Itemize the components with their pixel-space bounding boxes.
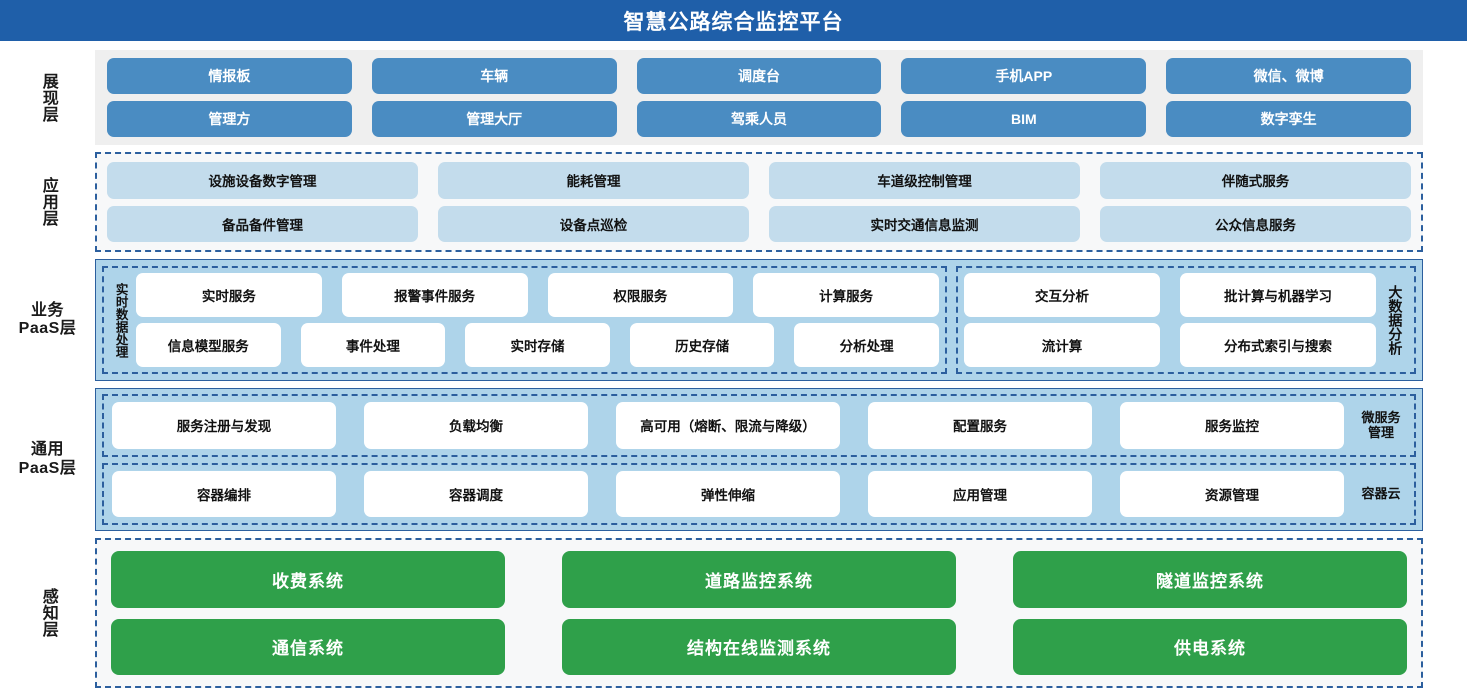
application-item[interactable]: 设备点巡检 <box>438 205 749 242</box>
application-item[interactable]: 伴随式服务 <box>1100 162 1411 199</box>
application-item[interactable]: 备品备件管理 <box>107 205 418 242</box>
business-paas-item[interactable]: 历史存储 <box>629 323 775 367</box>
layer-application: 应用层 设施设备数字管理 能耗管理 车道级控制管理 伴随式服务 备品备件管理 设… <box>0 152 1467 252</box>
business-paas-item[interactable]: 报警事件服务 <box>341 273 528 317</box>
presentation-item[interactable]: BIM <box>901 101 1147 137</box>
band-label-container-cloud: 容器云 <box>1356 471 1406 518</box>
presentation-item[interactable]: 微信、微博 <box>1166 58 1411 94</box>
presentation-item[interactable]: 车辆 <box>371 58 617 94</box>
layer-label-general-paas-line2: PaaS层 <box>18 459 77 477</box>
perception-item[interactable]: 结构在线监测系统 <box>562 618 956 675</box>
general-paas-item[interactable]: 容器编排 <box>112 470 336 517</box>
band-container-cloud: 容器编排 容器调度 弹性伸缩 应用管理 资源管理 容器云 <box>102 462 1416 525</box>
group-label-big-data-analysis: 大数据分析 <box>1387 285 1404 355</box>
layer-label-perception: 感知层 <box>39 588 57 638</box>
application-row-2: 备品备件管理 设备点巡检 实时交通信息监测 公众信息服务 <box>107 205 1411 242</box>
business-paas-item[interactable]: 交互分析 <box>964 273 1160 317</box>
group-bigdata-grid: 交互分析 批计算与机器学习 流计算 分布式索引与搜索 <box>964 273 1376 367</box>
presentation-item[interactable]: 数字孪生 <box>1166 101 1411 137</box>
layer-presentation: 展现层 情报板 车辆 调度台 手机APP 微信、微博 管理方 管理大厅 驾乘人员… <box>0 50 1467 145</box>
presentation-item[interactable]: 手机APP <box>901 58 1147 94</box>
perception-item[interactable]: 通信系统 <box>111 618 505 675</box>
presentation-row-1: 情报板 车辆 调度台 手机APP 微信、微博 <box>107 58 1411 94</box>
general-paas-item[interactable]: 弹性伸缩 <box>616 470 840 517</box>
presentation-item[interactable]: 管理大厅 <box>371 101 617 137</box>
general-paas-item[interactable]: 高可用（熔断、限流与降级） <box>616 402 840 449</box>
layer-label-general-paas: 通用 PaaS层 <box>0 388 95 531</box>
page-title: 智慧公路综合监控平台 <box>623 10 844 34</box>
application-layer-body: 设施设备数字管理 能耗管理 车道级控制管理 伴随式服务 备品备件管理 设备点巡检… <box>95 152 1423 252</box>
business-paas-item[interactable]: 信息模型服务 <box>136 323 281 367</box>
layer-business-paas: 业务 PaaS层 实时数据处理 实时服务 报警事件服务 权限服务 计算服务 信息… <box>0 259 1467 381</box>
realtime-row-1: 实时服务 报警事件服务 权限服务 计算服务 <box>136 273 939 317</box>
application-item[interactable]: 公众信息服务 <box>1100 205 1411 242</box>
group-realtime-data-processing: 实时数据处理 实时服务 报警事件服务 权限服务 计算服务 信息模型服务 事件处理… <box>102 266 947 374</box>
presentation-row-2: 管理方 管理大厅 驾乘人员 BIM 数字孪生 <box>107 101 1411 137</box>
presentation-item[interactable]: 调度台 <box>636 58 882 94</box>
layer-label-business-paas: 业务 PaaS层 <box>0 259 95 381</box>
bigdata-row-2: 流计算 分布式索引与搜索 <box>964 323 1376 367</box>
business-paas-item[interactable]: 分析处理 <box>794 323 939 367</box>
application-item[interactable]: 能耗管理 <box>438 162 749 199</box>
perception-row-2: 通信系统 结构在线监测系统 供电系统 <box>111 618 1407 675</box>
band-microservice-management: 服务注册与发现 负载均衡 高可用（熔断、限流与降级） 配置服务 服务监控 微服务… <box>102 394 1416 457</box>
perception-layer-body: 收费系统 道路监控系统 隧道监控系统 通信系统 结构在线监测系统 供电系统 <box>95 538 1423 688</box>
general-paas-item[interactable]: 配置服务 <box>868 402 1092 449</box>
perception-item[interactable]: 隧道监控系统 <box>1013 551 1407 608</box>
business-paas-item[interactable]: 分布式索引与搜索 <box>1180 323 1376 367</box>
layer-label-application: 应用层 <box>39 177 57 227</box>
page-header: 智慧公路综合监控平台 <box>0 0 1467 41</box>
band-label-microservice-line2: 管理 <box>1367 425 1394 441</box>
presentation-item[interactable]: 驾乘人员 <box>636 101 882 137</box>
business-paas-item[interactable]: 批计算与机器学习 <box>1180 273 1376 317</box>
general-paas-layer-body: 服务注册与发现 负载均衡 高可用（熔断、限流与降级） 配置服务 服务监控 微服务… <box>95 388 1423 531</box>
realtime-row-2: 信息模型服务 事件处理 实时存储 历史存储 分析处理 <box>136 323 939 367</box>
business-paas-item[interactable]: 计算服务 <box>753 273 939 317</box>
presentation-item[interactable]: 管理方 <box>107 101 352 137</box>
business-paas-item[interactable]: 实时服务 <box>136 273 322 317</box>
band-label-container-cloud-line1: 容器云 <box>1361 485 1401 501</box>
application-item[interactable]: 实时交通信息监测 <box>769 205 1080 242</box>
business-paas-layer-body: 实时数据处理 实时服务 报警事件服务 权限服务 计算服务 信息模型服务 事件处理… <box>95 259 1423 381</box>
perception-row-1: 收费系统 道路监控系统 隧道监控系统 <box>111 551 1407 608</box>
layer-general-paas: 通用 PaaS层 服务注册与发现 负载均衡 高可用（熔断、限流与降级） 配置服务… <box>0 388 1467 531</box>
business-paas-item[interactable]: 权限服务 <box>547 273 734 317</box>
group-big-data-analysis: 交互分析 批计算与机器学习 流计算 分布式索引与搜索 大数据分析 <box>956 266 1416 374</box>
general-paas-item[interactable]: 容器调度 <box>364 470 588 517</box>
application-item[interactable]: 设施设备数字管理 <box>107 162 418 199</box>
perception-item[interactable]: 供电系统 <box>1013 618 1407 675</box>
business-paas-item[interactable]: 流计算 <box>964 323 1160 367</box>
layer-label-business-paas-line2: PaaS层 <box>18 320 77 337</box>
layer-label-presentation: 展现层 <box>39 72 57 123</box>
band-label-microservice-management: 微服务 管理 <box>1356 402 1406 449</box>
application-item[interactable]: 车道级控制管理 <box>769 162 1080 199</box>
layer-label-business-paas-line1: 业务 <box>30 301 64 319</box>
perception-item[interactable]: 收费系统 <box>111 551 505 608</box>
general-paas-item[interactable]: 应用管理 <box>868 470 1092 517</box>
perception-item[interactable]: 道路监控系统 <box>562 551 956 608</box>
presentation-layer-body: 情报板 车辆 调度台 手机APP 微信、微博 管理方 管理大厅 驾乘人员 BIM… <box>95 50 1423 145</box>
business-paas-item[interactable]: 事件处理 <box>300 323 446 367</box>
general-paas-item[interactable]: 服务注册与发现 <box>112 402 336 449</box>
general-paas-item[interactable]: 负载均衡 <box>364 402 588 449</box>
band-label-microservice-line1: 微服务 <box>1361 409 1401 425</box>
container-cloud-items: 容器编排 容器调度 弹性伸缩 应用管理 资源管理 <box>112 470 1344 517</box>
business-paas-item[interactable]: 实时存储 <box>465 323 610 367</box>
group-label-realtime-data-processing: 实时数据处理 <box>113 282 128 358</box>
general-paas-item[interactable]: 资源管理 <box>1120 470 1344 517</box>
bigdata-row-1: 交互分析 批计算与机器学习 <box>964 273 1376 317</box>
microservice-items: 服务注册与发现 负载均衡 高可用（熔断、限流与降级） 配置服务 服务监控 <box>112 402 1344 449</box>
general-paas-item[interactable]: 服务监控 <box>1120 402 1344 449</box>
layer-perception: 感知层 收费系统 道路监控系统 隧道监控系统 通信系统 结构在线监测系统 供电系… <box>0 538 1467 688</box>
application-row-1: 设施设备数字管理 能耗管理 车道级控制管理 伴随式服务 <box>107 162 1411 199</box>
group-realtime-grid: 实时服务 报警事件服务 权限服务 计算服务 信息模型服务 事件处理 实时存储 历… <box>136 273 939 367</box>
presentation-item[interactable]: 情报板 <box>107 58 352 94</box>
layer-label-general-paas-line1: 通用 <box>30 441 64 459</box>
